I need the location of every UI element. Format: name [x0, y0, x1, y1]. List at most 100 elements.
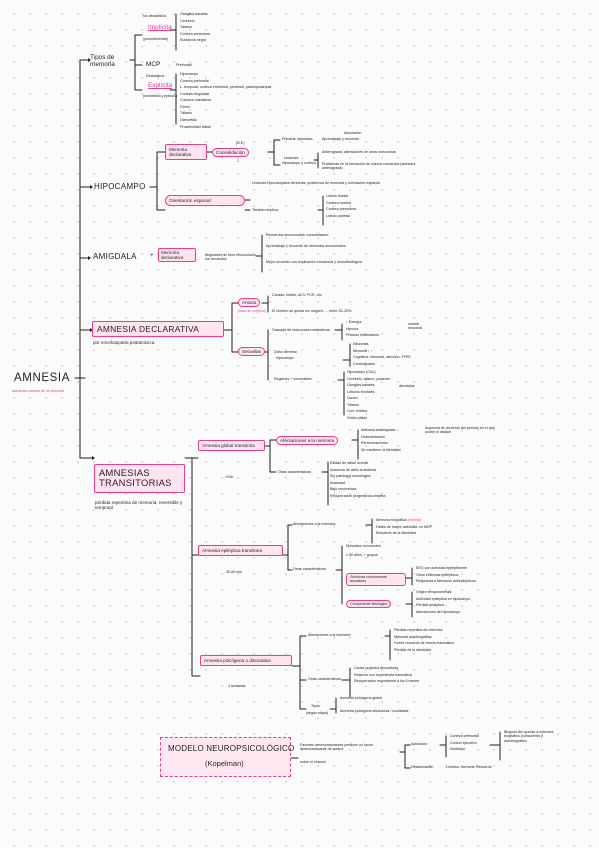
psi-tipos: Tipos	[311, 704, 320, 708]
list-item: Inhibición	[450, 747, 466, 752]
list-item: Otros síntomas epilépticos	[416, 572, 459, 577]
list-item: Lóbulos frontales	[347, 389, 375, 394]
root-title: AMNESIA	[14, 372, 70, 384]
list-item: Sin patología neurológica	[330, 474, 371, 479]
list-item: Recuerdo de la identidad	[376, 531, 416, 536]
psi-afect: Afectaciones a la memoria	[308, 633, 351, 637]
regiones-note: afectados	[399, 384, 415, 388]
dano-label: Daño cerebral	[274, 350, 297, 354]
mem-b1: Anterógrada: alteraciones de otras estru…	[322, 150, 396, 154]
orientacion-box: Orientación espacial	[165, 195, 245, 206]
global-dur: <24h	[225, 475, 234, 479]
modelo-desc: Factores desencadenantes predicen un fac…	[300, 743, 374, 752]
dano-sub: hipocampo	[276, 356, 294, 360]
implicita-pre: No declarativa	[143, 14, 166, 18]
list-item: Memoria autobiográfica	[394, 634, 432, 639]
list-item: Cuerpos mamilares	[180, 98, 212, 103]
global-afect-list: Amnesia anterógrada Desorientación Perse…	[361, 428, 401, 454]
list-item: Fases de mayor actividad: en MCP	[376, 524, 432, 529]
anoxia-pill: Anoxia	[238, 298, 261, 307]
mem-b2: Problemas en la formación de nuevos recu…	[322, 162, 416, 171]
list-item: Cerebelo	[180, 18, 195, 23]
modelo-title: MODELO NEUROPSICOLÓGICO	[168, 744, 295, 753]
amigdala-item-3: Mejor recuerdo con implicación emocional…	[266, 260, 362, 264]
list-item: L. temporal: corteza entorrinal, perirri…	[180, 85, 272, 90]
root-subtitle: alteración estable de la memoria	[12, 389, 64, 393]
list-item: Globo pálido	[347, 416, 368, 421]
list-item: Perseveraciones	[361, 441, 388, 446]
list-item: Bajo recurrencia	[330, 487, 357, 492]
list-item: Control ejecutivo	[450, 740, 477, 745]
list-item: Lóbulo frontal	[326, 194, 348, 198]
psicogena-dur: 4 semanas	[228, 684, 246, 688]
list-item: Ganglios basales	[180, 12, 208, 16]
implicita-note: (procedimental)	[143, 37, 168, 41]
list-item: Tálamo	[180, 25, 192, 30]
implicita-list: Ganglios basales Cerebelo Tálamo Corteza…	[180, 12, 210, 45]
list-item: Relación con experiencia traumática	[354, 672, 412, 677]
modelo-des: Desactivación	[411, 765, 434, 769]
orient-list: Lóbulo frontal Corteza motora Corteza pr…	[326, 194, 356, 220]
list-item: Corteza prefrontal	[450, 734, 479, 738]
list-item: Ganglios basales	[347, 383, 375, 388]
psi-tipos-1: Amnesia psicógena situacional / localiza…	[340, 709, 409, 713]
epi-afect-tag: (remota)	[407, 518, 422, 522]
memoria-tag: (D.E)	[236, 141, 245, 145]
cascada-list: ↑ Energía Hipoxia Proceso inflamatorio	[346, 320, 379, 340]
list-item: Desorientación	[361, 434, 385, 439]
list-item: Memoria biográfica (remota)	[376, 518, 432, 522]
amigdala-item-2: Aprendizaje y recuerdo de estímulos emoc…	[266, 244, 346, 248]
modelo-sub: (Kopelman)	[205, 759, 244, 768]
amigdala-desc: asignación de tono emocional a los recue…	[205, 253, 256, 262]
list-item: Lóbulo parietal	[326, 213, 350, 218]
epileptica-box: Amnesia epiléptica transitoria	[198, 545, 283, 556]
psi-otras: Otras características	[308, 677, 341, 681]
list-item: Corteza motora	[326, 200, 351, 205]
sintomas-list: EEG con actividad epileptiforme Otros sí…	[416, 566, 476, 586]
list-item: ↑ Energía	[346, 320, 362, 324]
global-afect-label: Afectaciones a la memoria	[280, 438, 335, 443]
modelo-act-list: Corteza prefrontal Control ejecutivo Inh…	[450, 734, 479, 754]
explicita-label: Explícita	[148, 82, 173, 89]
modelo-note: Bloqueo del acceso a memoria biográfica …	[504, 730, 554, 743]
amigdala-item-1: Recuerdos emocionales: consolidación	[266, 233, 329, 237]
dano-list: Neuronas Memoria ↑ ↑ Cognitiva: memoria,…	[353, 342, 411, 368]
list-item: Estado de salud normal	[330, 461, 368, 465]
list-item: Causa orgánica descartada	[354, 666, 398, 670]
declarativa-sub: por encefalopatía postanóxica	[93, 340, 155, 345]
cascada-note: muerte neuronal	[408, 322, 422, 331]
orient-a: Lesiones hipocampales derechas: problema…	[252, 181, 380, 185]
mem-b-sub: Hipocampo y corteza	[282, 161, 316, 165]
list-item: Alteraciones del hipocampo	[416, 609, 461, 614]
list-item: Pérdida de la identidad	[394, 647, 431, 652]
transitorias-box: AMNESIAS TRANSITORIAS	[94, 464, 185, 493]
consolidacion-pill: Consolidación	[212, 148, 249, 157]
declarativa-box: AMNESIA DECLARATIVA	[92, 321, 224, 337]
mem-b-pre: Lesiones	[284, 156, 299, 160]
regiones-label: Regiones + vulnerables	[274, 377, 312, 381]
list-item: Hipocampo	[180, 72, 199, 76]
epi-afect-list: Memoria biográfica (remota) Fases de may…	[376, 518, 432, 538]
mcp-label: MCP	[146, 61, 161, 68]
epi-afect-item: Memoria biográfica	[376, 518, 407, 522]
amigdala-label: AMIGDALA	[93, 252, 137, 261]
modelo-box	[160, 737, 291, 777]
amigdala-plus: +	[150, 252, 154, 259]
list-item: Origen temporomesial	[416, 590, 452, 594]
list-item: Corteza premotora	[326, 207, 356, 212]
list-item: Hipocampo (CA1)	[347, 370, 376, 374]
sintomas-pill: Síntomas comúnmente asociados	[346, 573, 406, 586]
list-item: Ausencia de daño al sistema	[330, 467, 376, 472]
list-item: Amnesia anterógrada	[361, 428, 396, 432]
list-item: Pérdida repentina de memoria	[394, 628, 443, 632]
explicita-note: (semántica y episod.)	[143, 94, 178, 98]
list-item: Corteza cingulada	[180, 91, 209, 96]
epi-otras-1: ≥ 50 años, + grupos	[346, 553, 378, 557]
anoxia-note: (falta de oxígeno)	[238, 309, 266, 313]
list-item: Fórnix	[180, 104, 190, 109]
list-item: EEG con actividad epileptiforme	[416, 566, 468, 570]
list-item: Neuronas	[353, 342, 369, 346]
epileptica-dur: 30-60 min	[226, 570, 242, 574]
list-item: Tálamo	[180, 111, 192, 116]
